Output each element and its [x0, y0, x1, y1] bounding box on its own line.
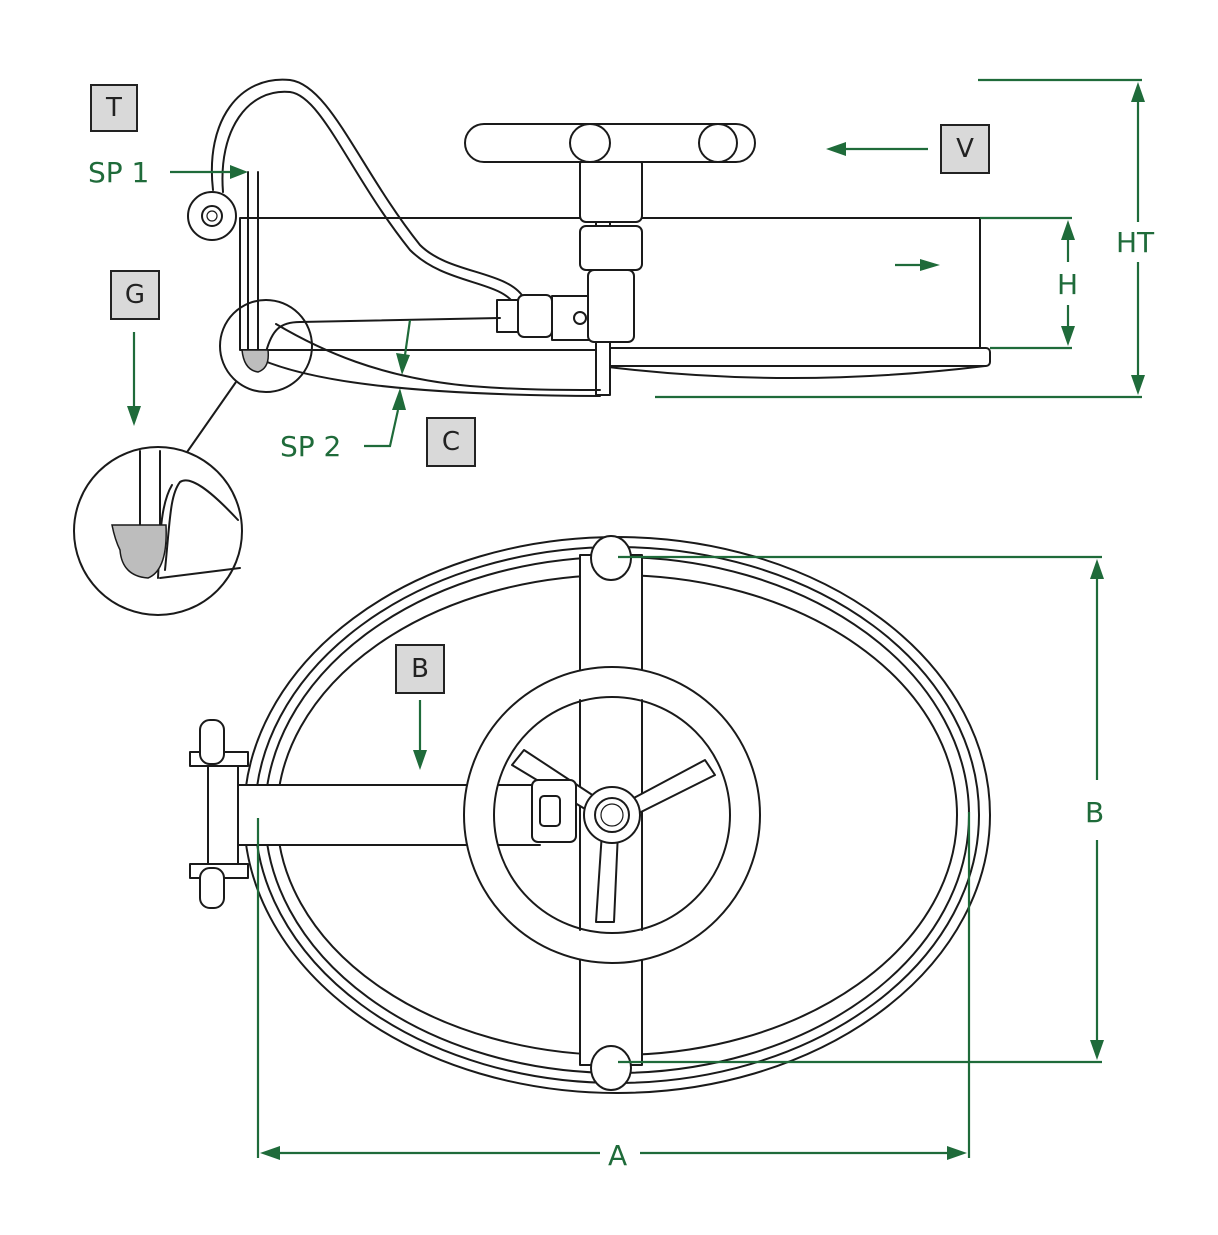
hinge-arm-inner — [221, 90, 516, 306]
lid-bottom-band — [599, 347, 991, 367]
hub-inner — [600, 803, 624, 827]
handwheel-end-side — [698, 123, 738, 163]
dim-label-a: A — [608, 1139, 627, 1172]
hub-mid — [594, 797, 630, 833]
tag-b-label: B — [411, 654, 429, 684]
dim-label-ht: HT — [1116, 226, 1155, 259]
tag-c-label: C — [442, 427, 460, 457]
dim-label-b: B — [1085, 796, 1104, 829]
clamp-slot-top — [539, 795, 561, 827]
detail-g-wall — [139, 450, 161, 531]
spindle-collar-upper — [579, 157, 643, 223]
tag-b: B — [395, 644, 445, 694]
dim-label-sp2: SP 2 — [280, 430, 341, 463]
detail-g-tip — [111, 524, 167, 579]
tag-g: G — [110, 270, 160, 320]
dish-curve-lower — [261, 359, 601, 397]
hinge-pin — [199, 719, 225, 765]
dim-label-h: H — [1057, 268, 1078, 301]
side-view — [184, 78, 991, 456]
dim-label-sp1: SP 1 — [88, 156, 149, 189]
lid-bottom-curve — [599, 365, 986, 379]
clamp-bolt — [573, 311, 587, 325]
strap-bottom-knob — [590, 1045, 632, 1091]
detail-callout-circle — [219, 299, 313, 393]
tag-v-label: V — [956, 134, 974, 164]
left-wall — [247, 171, 259, 351]
strap-inside-ring — [579, 699, 643, 931]
hinge-arm-outer — [210, 78, 526, 301]
detail-g-base-line — [159, 567, 241, 579]
dish-tip — [241, 349, 270, 373]
hinge-pin-2 — [199, 867, 225, 909]
tag-c: C — [426, 417, 476, 467]
detail-g-profile — [164, 479, 239, 571]
tag-t: T — [90, 84, 138, 132]
handwheel-hub-side — [569, 123, 611, 163]
top-view — [189, 535, 991, 1094]
hinge-pivot-inner — [201, 205, 223, 227]
clamp-knob — [517, 294, 553, 338]
tag-g-label: G — [125, 280, 145, 310]
dish-curve-upper — [275, 323, 601, 391]
hinge-pivot-core — [206, 210, 218, 222]
tag-v: V — [940, 124, 990, 174]
detail-g — [73, 446, 243, 616]
tag-t-label: T — [105, 93, 122, 123]
detail-leader — [184, 381, 237, 456]
spindle-nut — [587, 269, 635, 343]
spindle-collar-lower — [579, 225, 643, 271]
dimension-lines: SP 1 SP 2 H HT — [88, 78, 1155, 1172]
hinge-plate — [207, 765, 239, 865]
